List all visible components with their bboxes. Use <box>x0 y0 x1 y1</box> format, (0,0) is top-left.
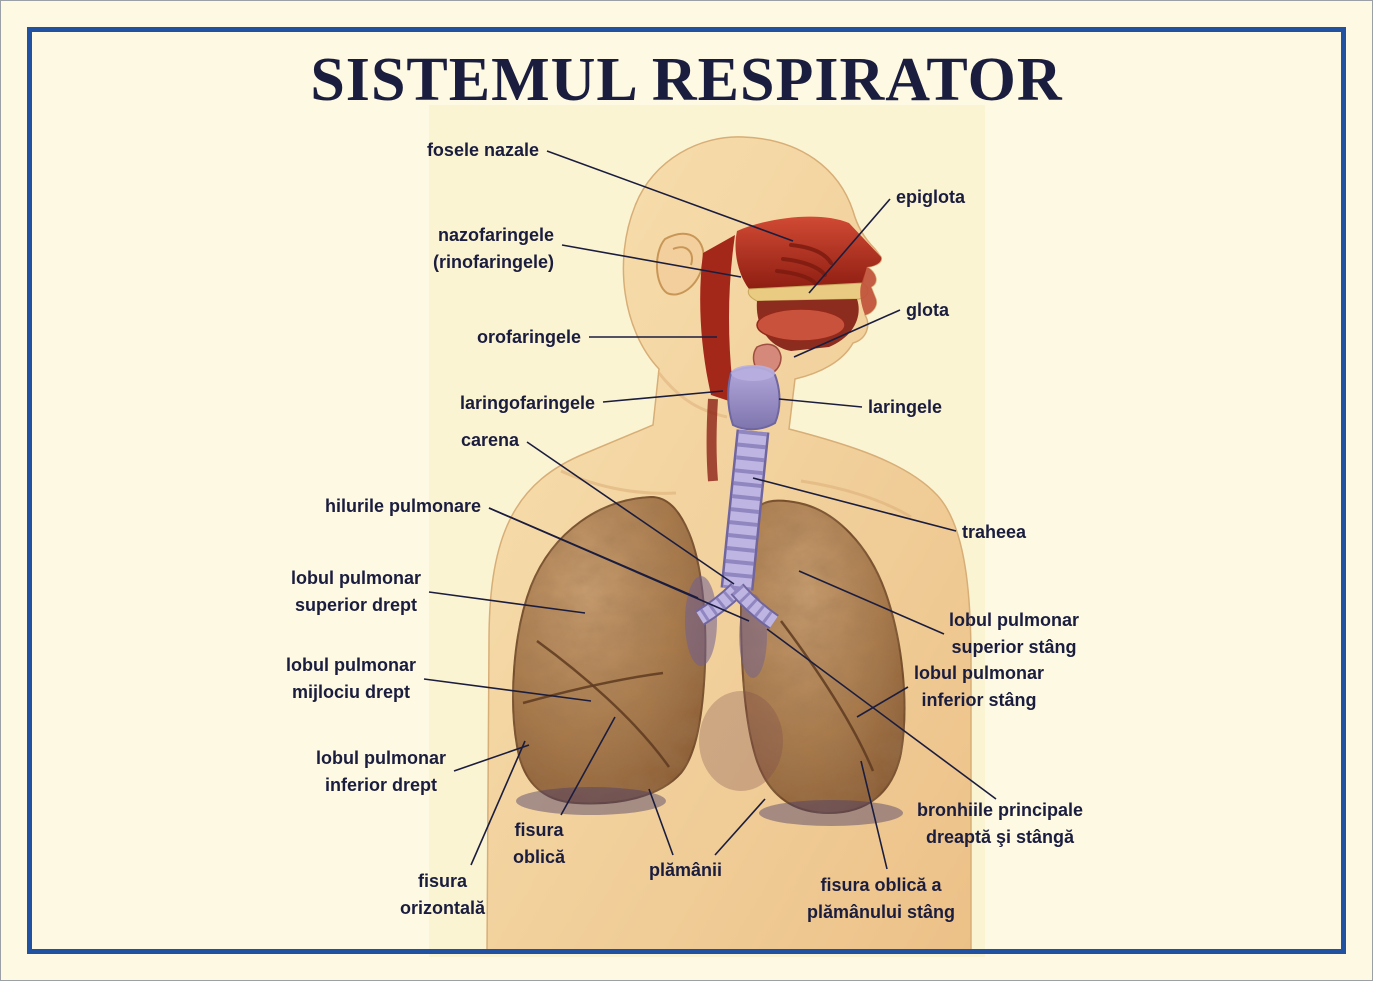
label-lobul-pulmonar-mijlociu-drept: lobul pulmonar mijlociu drept <box>286 655 416 702</box>
oblique-fissure-left-lung <box>779 620 875 772</box>
ear-inner-fold <box>672 246 693 266</box>
leader-line-plamanii-2 <box>714 798 766 856</box>
leader-line-plamanii-1 <box>648 788 674 856</box>
leader-lines <box>423 150 997 870</box>
concha-inferior <box>775 269 817 285</box>
label-hilurile-pulmonare: hilurile pulmonare <box>324 496 481 516</box>
label-traheea: traheea <box>962 522 1027 542</box>
pharynx <box>700 235 735 403</box>
label-fisura-oblica-plamanului-stang: fisura oblică a plămânului stâng <box>807 875 956 922</box>
concha-middle <box>781 257 827 277</box>
bronchus-left-body <box>732 584 778 628</box>
label-laringele: laringele <box>868 397 943 417</box>
leader-line-laringele <box>778 398 863 408</box>
leader-line-lobul-superior-drept <box>428 591 586 614</box>
nasal-conchae <box>775 243 833 285</box>
cardiac-shadow <box>699 691 783 791</box>
label-fisura-oblica: fisura oblică <box>513 820 566 867</box>
leader-line-fisura-oblica-plamanului-stang <box>860 760 888 870</box>
leader-line-lobul-mijlociu-drept <box>423 678 592 702</box>
tongue <box>756 308 846 342</box>
horizontal-fissure-right-lung <box>522 671 664 705</box>
leader-line-laringofaringele <box>602 390 724 403</box>
diaphragm-shadow-left <box>759 800 903 826</box>
label-orofaringele: orofaringele <box>476 327 581 347</box>
neck-shading <box>657 372 728 419</box>
left-clavicle-shading <box>560 469 677 495</box>
lips <box>860 267 877 315</box>
label-lobul-pulmonar-superior-stang: lobul pulmonar superior stâng <box>949 610 1079 657</box>
right-clavicle-shading <box>800 479 912 519</box>
label-epiglota: epiglota <box>896 187 966 207</box>
leader-line-glota <box>793 309 901 358</box>
trachea <box>720 429 770 591</box>
trachea-rings <box>723 429 767 591</box>
leader-line-nazofaringele <box>561 244 742 278</box>
leader-line-hilurile-pulmonare-2 <box>488 507 750 622</box>
label-carena: carena <box>460 430 519 450</box>
label-fisura-orizontala: fisura orizontală <box>400 871 486 918</box>
esophagus <box>706 398 718 482</box>
leader-line-fosele-nazale <box>546 150 794 242</box>
leader-line-lobul-superior-stang <box>798 570 945 635</box>
leader-line-traheea <box>752 477 957 532</box>
concha-superior <box>789 243 833 265</box>
label-laringofaringele: laringofaringele <box>459 393 595 413</box>
leader-line-lobul-inferior-drept <box>453 744 530 772</box>
label-bronhiile-principale: bronhiile principale dreaptă şi stângă <box>917 800 1084 847</box>
main-bronchus-left <box>730 583 779 629</box>
leader-line-carena <box>526 441 735 585</box>
leader-line-fisura-orizontala <box>470 740 526 866</box>
hyoid-cartilage <box>731 365 775 381</box>
nasal-cavity <box>735 216 882 289</box>
hilum-right <box>685 576 717 666</box>
leader-line-epiglota <box>808 198 891 294</box>
label-plamanii: plămânii <box>649 860 723 880</box>
label-fosele-nazale: fosele nazale <box>426 140 539 160</box>
right-lung <box>512 495 707 805</box>
label-lobul-pulmonar-superior-drept: lobul pulmonar superior drept <box>291 568 421 615</box>
ear <box>655 232 705 296</box>
label-lobul-pulmonar-inferior-stang: lobul pulmonar inferior stâng <box>914 663 1044 710</box>
label-glota: glota <box>906 300 949 320</box>
poster-title: SISTEMUL RESPIRATOR <box>310 46 1063 114</box>
leader-line-lobul-inferior-stang <box>856 686 909 718</box>
leader-line-fisura-oblica <box>560 716 616 816</box>
label-lobul-pulmonar-inferior-drept: lobul pulmonar inferior drept <box>316 748 446 795</box>
oblique-fissure-right-lung <box>536 639 671 768</box>
label-nazofaringele: nazofaringele (rinofaringele) <box>432 225 554 272</box>
leader-line-bronhiile-principale <box>766 628 997 800</box>
lungs <box>512 495 906 815</box>
diaphragm-shadow-right <box>516 787 666 815</box>
